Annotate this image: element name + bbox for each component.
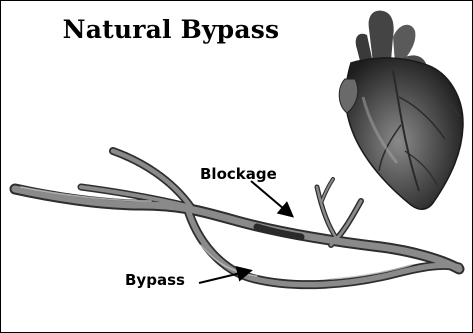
heart-icon — [339, 11, 463, 210]
blockage-label: Blockage — [200, 165, 277, 183]
blockage-arrow — [251, 181, 291, 215]
bypass-label: Bypass — [125, 271, 185, 289]
